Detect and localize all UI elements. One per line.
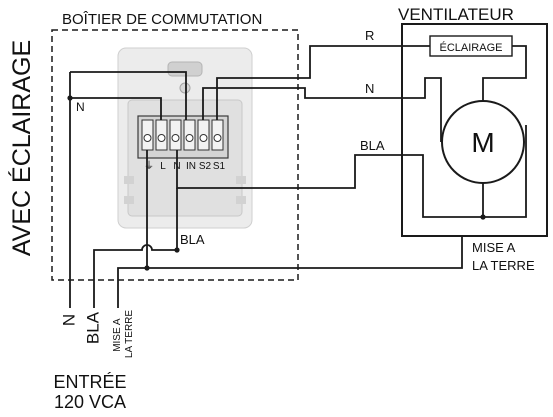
input-title: ENTRÉE bbox=[53, 372, 126, 392]
wire-label-bla-middle: BLA bbox=[180, 232, 205, 247]
switch-box: BOÎTIER DE COMMUTATION bbox=[51, 11, 299, 281]
switch-device: ⏚ L N IN S2 S1 bbox=[117, 47, 253, 229]
wire-n-left bbox=[69, 97, 162, 308]
wire-ground bbox=[117, 150, 463, 308]
wire-n-top bbox=[202, 77, 442, 142]
motor-label: M bbox=[471, 127, 494, 158]
wire-label-bla-right: BLA bbox=[360, 138, 385, 153]
wire-bla-middle bbox=[93, 244, 177, 308]
terminal-label-s2: S2 bbox=[199, 161, 212, 172]
switch-box-title: BOÎTIER DE COMMUTATION bbox=[62, 11, 262, 28]
switch-box-outline bbox=[51, 29, 299, 281]
terminal-label-l: L bbox=[160, 161, 166, 172]
fan-box-outline bbox=[401, 23, 548, 237]
input-wire-ground: MISE A LA TERRE bbox=[112, 310, 135, 358]
fan-title: VENTILATEUR bbox=[398, 5, 514, 24]
input-wire-n: N bbox=[59, 314, 78, 326]
input-voltage: 120 VCA bbox=[54, 392, 126, 412]
terminal-label-s1: S1 bbox=[213, 161, 226, 172]
wires bbox=[67, 45, 527, 308]
wire-label-r: R bbox=[365, 28, 374, 43]
side-title: AVEC ÉCLAIRAGE bbox=[7, 40, 36, 256]
light-label: ÉCLAIRAGE bbox=[440, 41, 503, 54]
terminal-label-in: IN bbox=[186, 161, 196, 172]
wire-r bbox=[216, 45, 430, 120]
wire-light-to-motor bbox=[482, 45, 527, 101]
fan-ground-label: MISE A LA TERRE bbox=[472, 240, 535, 273]
wire-n-top-left bbox=[70, 71, 187, 120]
fan-box: VENTILATEUR ÉCLAIRAGE M MISE A LA TERRE bbox=[398, 5, 548, 273]
wire-label-n-top: N bbox=[365, 81, 374, 96]
terminal-label-ground: ⏚ bbox=[144, 160, 154, 172]
wire-bla-right bbox=[176, 125, 527, 218]
wire-label-n-left: N bbox=[76, 100, 85, 114]
input-wire-bla: BLA bbox=[83, 311, 102, 344]
